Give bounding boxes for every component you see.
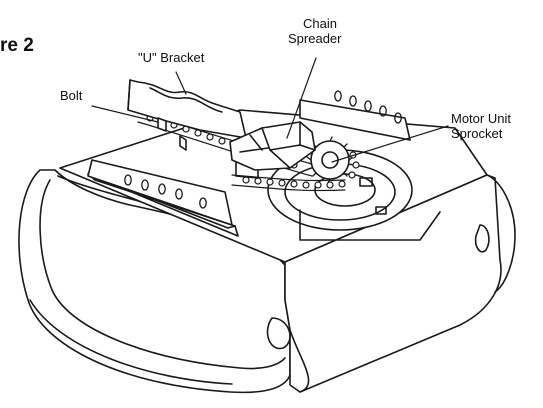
leader-bolt (91, 105, 159, 123)
label-u-bracket: "U" Bracket (138, 50, 205, 65)
vent-slots-left (124, 174, 207, 209)
leader-chain-spreader (286, 57, 317, 139)
motor-sprocket (306, 136, 354, 184)
bolt (157, 117, 167, 132)
label-motor-unit-line1: Motor Unit (451, 111, 511, 126)
label-motor-unit-line2: Sprocket (451, 126, 503, 141)
leader-lines (91, 57, 449, 163)
leader-u-bracket (175, 71, 187, 95)
label-chain-spreader-line2: Spreader (288, 31, 342, 46)
chain-spreader (229, 121, 316, 179)
label-chain-spreader-line1: Chain (303, 16, 337, 31)
u-bracket (127, 79, 247, 151)
figure-title: re 2 (0, 35, 34, 56)
label-bolt: Bolt (60, 88, 83, 103)
vent-slots-right (334, 90, 402, 124)
leader-motor-unit (331, 125, 449, 163)
